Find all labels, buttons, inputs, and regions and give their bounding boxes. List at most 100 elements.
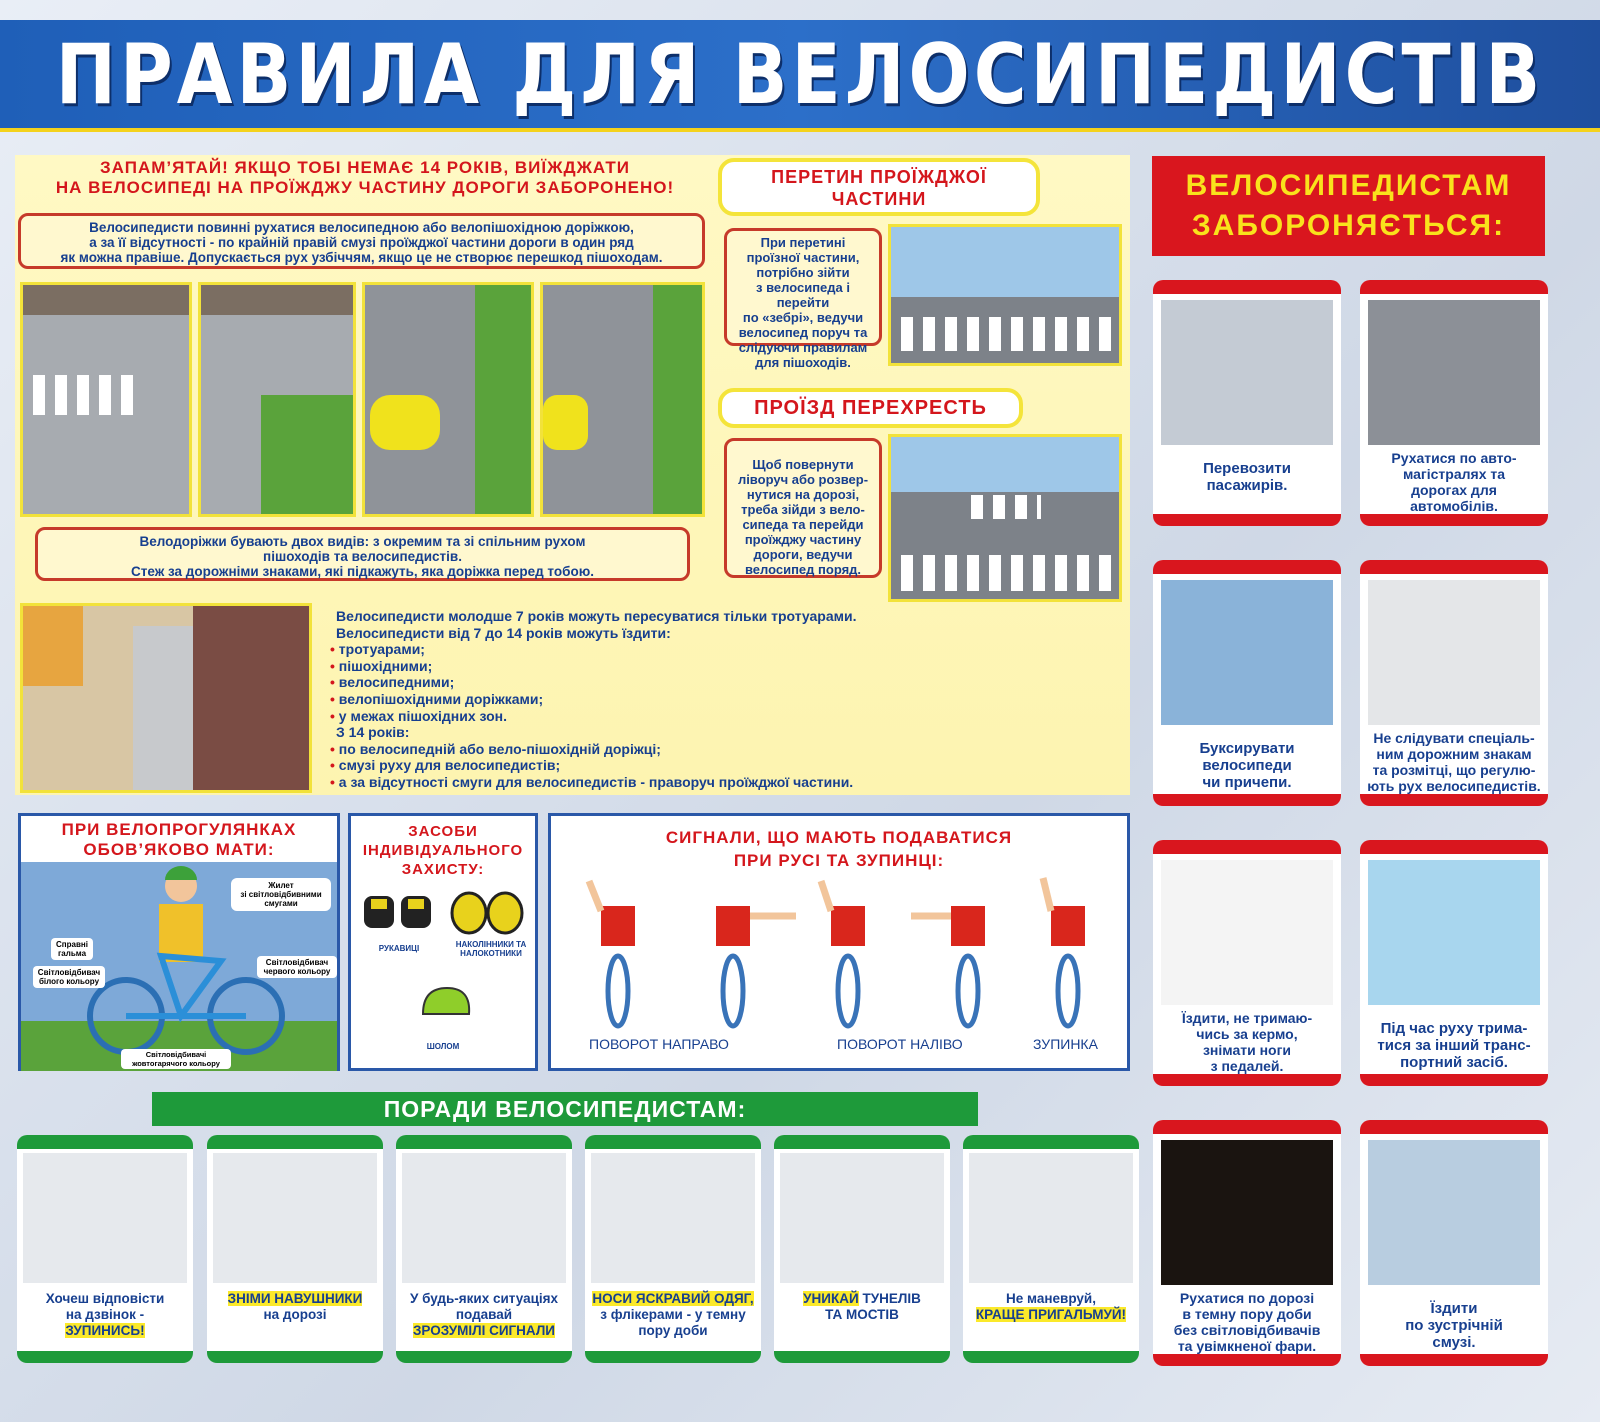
highlighted-text: НОСИ ЯСКРАВИЙ ОДЯГ,	[592, 1291, 754, 1306]
warning-line: НА ВЕЛОСИПЕДІ НА ПРОЇЖДЖУ ЧАСТИНУ ДОРОГИ…	[55, 178, 675, 197]
card-bottom-bar	[963, 1351, 1139, 1363]
text-line: портний засіб.	[1400, 1054, 1508, 1071]
card-bottom-bar	[1360, 514, 1548, 526]
text-line: тися за інший транс-	[1377, 1037, 1531, 1054]
signal-illustration	[402, 1153, 566, 1283]
text: на дорозі	[263, 1307, 327, 1322]
title-line: ОБОВ’ЯКОВО МАТИ:	[83, 840, 275, 859]
rule-text: смузі руху для велосипедистів;	[338, 757, 561, 774]
text-line: треба зійди з вело-	[741, 502, 865, 517]
card-bottom-bar	[1360, 794, 1548, 806]
title-line: ПЕРЕТИН ПРОЇЖДЖОЇ	[771, 167, 987, 187]
highlighted-text: ЗНІМИ НАВУШНИКИ	[227, 1291, 363, 1306]
bullet-icon: •	[330, 674, 339, 691]
rule-item: • а за відсутності смуги для велосипедис…	[330, 774, 1120, 791]
rule-text: тротуарами;	[338, 641, 425, 658]
protection-title: ЗАСОБИ ІНДИВІДУАЛЬНОГО ЗАХИСТУ:	[351, 822, 535, 879]
label-line: Світловідбивач	[265, 958, 329, 967]
text-line: Під час руху трима-	[1380, 1020, 1528, 1037]
signal-stop-label: ЗУПИНКА	[1033, 1036, 1098, 1052]
card-bottom-bar	[1153, 514, 1341, 526]
title-line: СИГНАЛИ, ЩО МАЮТЬ ПОДАВАТИСЯ	[665, 828, 1013, 847]
title-line: ПРИ ВЕЛОПРОГУЛЯНКАХ	[61, 820, 297, 839]
text-line: ним дорожним знакам	[1376, 746, 1532, 762]
text-line: УНИКАЙ ТУНЕЛІВ	[776, 1291, 948, 1307]
card-bottom-bar	[1153, 794, 1341, 806]
text-line: Перевозити	[1203, 460, 1291, 477]
rule-item: З 14 років:	[330, 724, 1120, 741]
text-line: проїзної частини,	[746, 250, 860, 265]
intersection-illustration	[888, 434, 1122, 602]
text-line: Хочеш відповісти	[19, 1291, 191, 1307]
text-line: з велосипеда і перейти	[756, 280, 850, 310]
text-line: з педалей.	[1210, 1058, 1284, 1074]
rule-item: • велопішохідними доріжками;	[330, 691, 1120, 708]
text-line: Рухатися по дорозі	[1179, 1290, 1315, 1306]
highlighted-text: УНИКАЙ	[803, 1291, 859, 1306]
card-top-bar	[396, 1135, 572, 1149]
text-line: та розмітці, що регулю-	[1372, 762, 1536, 778]
text-line: на дзвінок -	[19, 1307, 191, 1323]
card-bottom-bar	[774, 1351, 950, 1363]
label-line: жовтогарячого кольору	[132, 1059, 220, 1068]
text: подавай	[455, 1307, 513, 1322]
card-top-bar	[1360, 280, 1548, 294]
text-line: ЗУПИНИСЬ!	[19, 1323, 191, 1339]
label-line: Жилет	[268, 881, 294, 890]
text: У будь-яких ситуаціях	[409, 1291, 559, 1306]
text-line: велосипед поряд.	[744, 562, 862, 577]
bullet-icon: •	[330, 707, 339, 724]
text: з флікерами - у темну	[600, 1307, 746, 1322]
forbidden-card: Їздити, не тримаю-чись за кермо,знімати …	[1153, 840, 1341, 1086]
text: ТА МОСТІВ	[825, 1307, 899, 1322]
label-line: Світловідбивач	[37, 968, 101, 977]
rule-item: • по велосипедній або вело-пішохідній до…	[330, 741, 1120, 758]
forbidden-text: Не слідувати спеціаль-ним дорожним знака…	[1364, 730, 1544, 794]
bullet-icon: •	[330, 690, 339, 707]
rule-item: • пішохідними;	[330, 658, 1120, 675]
boy-with-bike-illustration	[87, 866, 285, 1055]
text-line: Їздити, не тримаю-	[1181, 1010, 1313, 1026]
passenger-illustration	[1161, 300, 1333, 445]
highlighted-text: ЗРОЗУМІЛІ СИГНАЛИ	[412, 1323, 556, 1338]
text-line: Не маневруй,	[965, 1291, 1137, 1307]
title-line: ЗАБОРОНЯЄТЬСЯ:	[1191, 209, 1506, 242]
rule-item: Велосипедисти від 7 до 14 років можуть ї…	[330, 625, 1120, 642]
knee-pads-icon	[450, 891, 524, 935]
card-bottom-bar	[207, 1351, 383, 1363]
bike-lane-illustration-1	[20, 282, 192, 517]
forbidden-text: Під час руху трима-тися за інший транс-п…	[1364, 1020, 1544, 1071]
highlighted-text: КРАЩЕ ПРИГАЛЬМУЙ!	[975, 1307, 1127, 1322]
label-line: НАЛОКОТНИКИ	[460, 949, 522, 958]
age-rules-list: Велосипедисти молодше 7 років можуть пер…	[330, 608, 1120, 791]
rule-text: а за відсутності смуги для велосипедисті…	[338, 773, 854, 790]
text-line: Буксирувати	[1199, 740, 1295, 757]
label-line: смугами	[264, 899, 298, 908]
text-line: ліворуч або розвер-	[737, 472, 869, 487]
highway-illustration	[1368, 300, 1540, 445]
title-line: ЧАСТИНИ	[831, 189, 927, 209]
rule-text: пішохідними;	[338, 657, 433, 674]
rule-item: • тротуарами;	[330, 641, 1120, 658]
brake-illustration	[969, 1153, 1133, 1283]
label-line: червого кольору	[263, 967, 331, 976]
label-line: Справні	[56, 940, 88, 949]
forbidden-card: Не слідувати спеціаль-ним дорожним знака…	[1360, 560, 1548, 806]
text-line: При перетині	[760, 235, 846, 250]
rule-text: у межах пішохідних зон.	[338, 707, 508, 724]
tip-card: Не маневруй,КРАЩЕ ПРИГАЛЬМУЙ!	[963, 1135, 1139, 1363]
warning-line: ЗАПАМ’ЯТАЙ! ЯКЩО ТОБІ НЕМАЄ 14 РОКІВ, ВИ…	[100, 158, 630, 177]
highlighted-text: ЗУПИНИСЬ!	[65, 1323, 145, 1338]
age-warning: ЗАПАМ’ЯТАЙ! ЯКЩО ТОБІ НЕМАЄ 14 РОКІВ, ВИ…	[20, 158, 710, 198]
bike-lane-illustration-4	[540, 282, 705, 517]
title-line: ПРИ РУСІ ТА ЗУПИНЦІ:	[733, 851, 945, 870]
rule-text: по велосипедній або вело-пішохідній дорі…	[338, 740, 661, 757]
intro-box: Велосипедисти повинні рухатися велосипед…	[18, 213, 705, 269]
intersection-title: ПРОЇЗД ПЕРЕХРЕСТЬ	[718, 388, 1023, 428]
text-line: подавай	[398, 1307, 570, 1323]
